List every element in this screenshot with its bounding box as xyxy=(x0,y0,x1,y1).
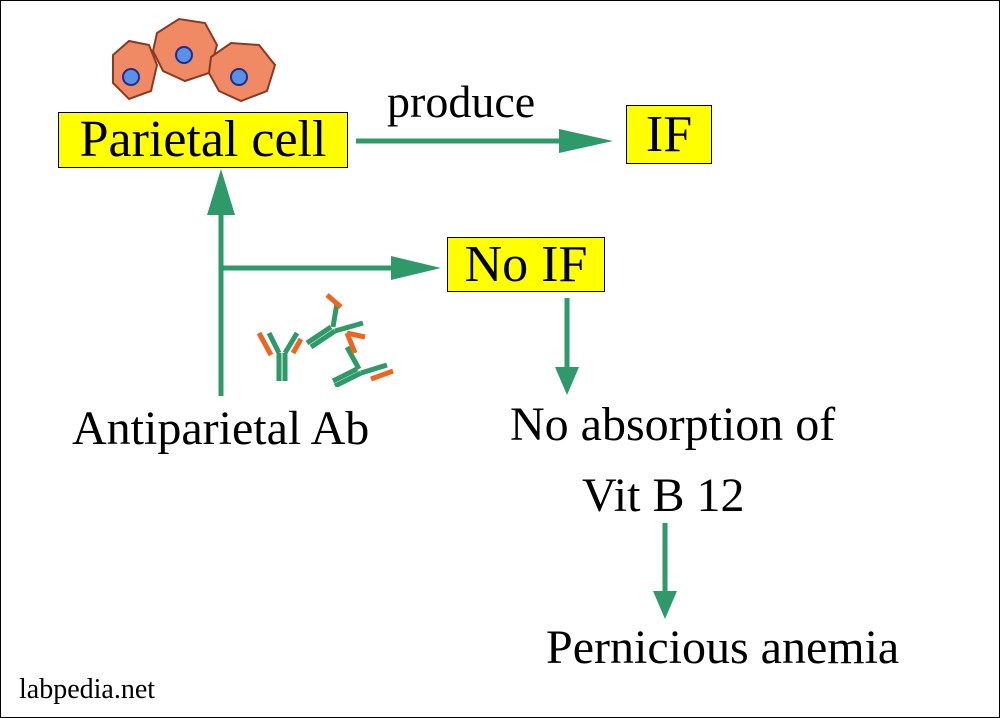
arrow-absorption-to-anemia xyxy=(653,523,677,619)
arrow-to-no-if xyxy=(223,256,441,280)
produce-edge-label: produce xyxy=(387,76,536,127)
watermark: labpedia.net xyxy=(19,674,156,705)
antiparietal-ab-node: Antiparietal Ab xyxy=(72,402,370,455)
arrow-no-if-to-absorption xyxy=(555,298,579,395)
no-absorption-line1: No absorption of xyxy=(510,398,836,451)
cell-middle xyxy=(151,17,219,83)
parietal-cell-node: Parietal cell xyxy=(58,112,348,168)
intrinsic-factor-node: IF xyxy=(626,105,712,164)
cell-right xyxy=(207,41,277,103)
antibody-3 xyxy=(331,332,394,387)
antibody-icon xyxy=(256,293,394,387)
antibody-1 xyxy=(256,331,304,381)
no-if-node: No IF xyxy=(447,237,605,292)
intrinsic-factor-label: IF xyxy=(645,105,693,163)
antibody-2 xyxy=(305,293,366,350)
arrow-ab-to-parietal xyxy=(207,169,235,396)
parietal-cells-icon xyxy=(112,17,277,103)
parietal-cell-label: Parietal cell xyxy=(79,111,327,168)
no-absorption-line2: Vit B 12 xyxy=(582,469,745,522)
cell-left xyxy=(112,39,159,101)
arrow-produce xyxy=(356,129,613,153)
no-if-label: No IF xyxy=(464,235,588,293)
pernicious-anemia-node: Pernicious anemia xyxy=(546,621,900,674)
